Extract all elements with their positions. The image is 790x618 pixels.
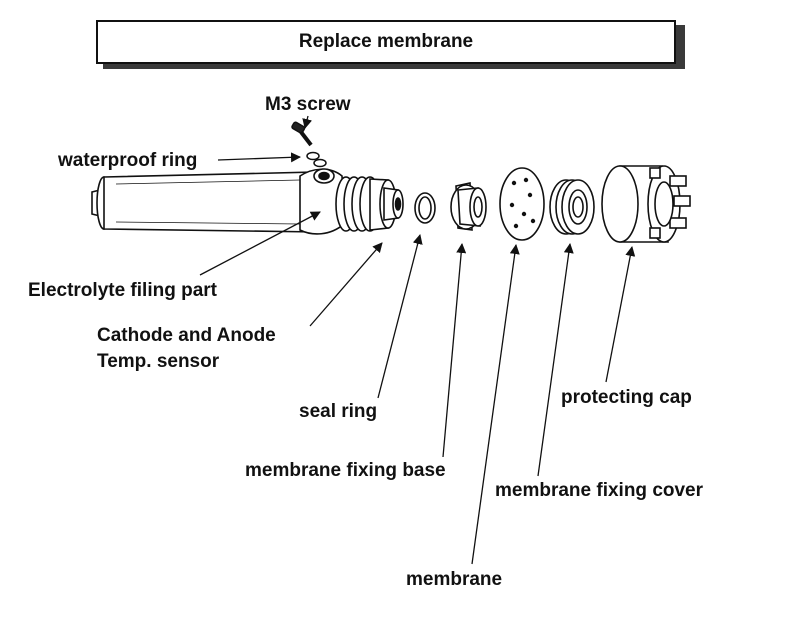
leader-membrane-fixing-base — [442, 243, 467, 458]
electrode-head — [335, 176, 404, 232]
leader-waterproof-ring — [217, 152, 301, 163]
leader-cathode-anode — [309, 242, 383, 327]
protecting-cap-part — [601, 165, 691, 243]
membrane-fixing-cover-part — [549, 179, 595, 235]
leader-membrane — [471, 244, 520, 565]
page-title: Replace membrane — [298, 31, 474, 52]
title-box: Replace membrane — [96, 20, 676, 64]
membrane-fixing-base-part — [450, 182, 487, 231]
leader-m3-screw — [302, 115, 313, 129]
label-protecting-cap: protecting cap — [561, 387, 692, 408]
leader-lines — [199, 115, 636, 565]
label-seal-ring: seal ring — [299, 401, 377, 422]
leader-seal-ring — [377, 234, 423, 399]
sensor-body — [91, 168, 345, 235]
label-membrane-fixing-base: membrane fixing base — [245, 460, 446, 481]
label-waterproof-ring: waterproof ring — [57, 150, 197, 171]
waterproof-ring-part — [306, 151, 327, 168]
label-electrolyte-filling: Electrolyte filing part — [28, 280, 218, 301]
label-membrane: membrane — [406, 569, 502, 590]
leader-protecting-cap — [605, 246, 636, 383]
m3-screw-part — [291, 121, 313, 147]
seal-ring-part — [414, 192, 436, 224]
label-membrane-fixing-cover: membrane fixing cover — [495, 480, 704, 501]
label-cathode-anode: Cathode and Anode — [97, 325, 276, 346]
label-m3-screw: M3 screw — [265, 94, 351, 115]
leader-membrane-fixing-cover — [537, 243, 574, 477]
label-temp-sensor: Temp. sensor — [97, 351, 220, 372]
membrane-part — [499, 167, 545, 241]
leader-electrolyte-filling — [199, 211, 321, 276]
